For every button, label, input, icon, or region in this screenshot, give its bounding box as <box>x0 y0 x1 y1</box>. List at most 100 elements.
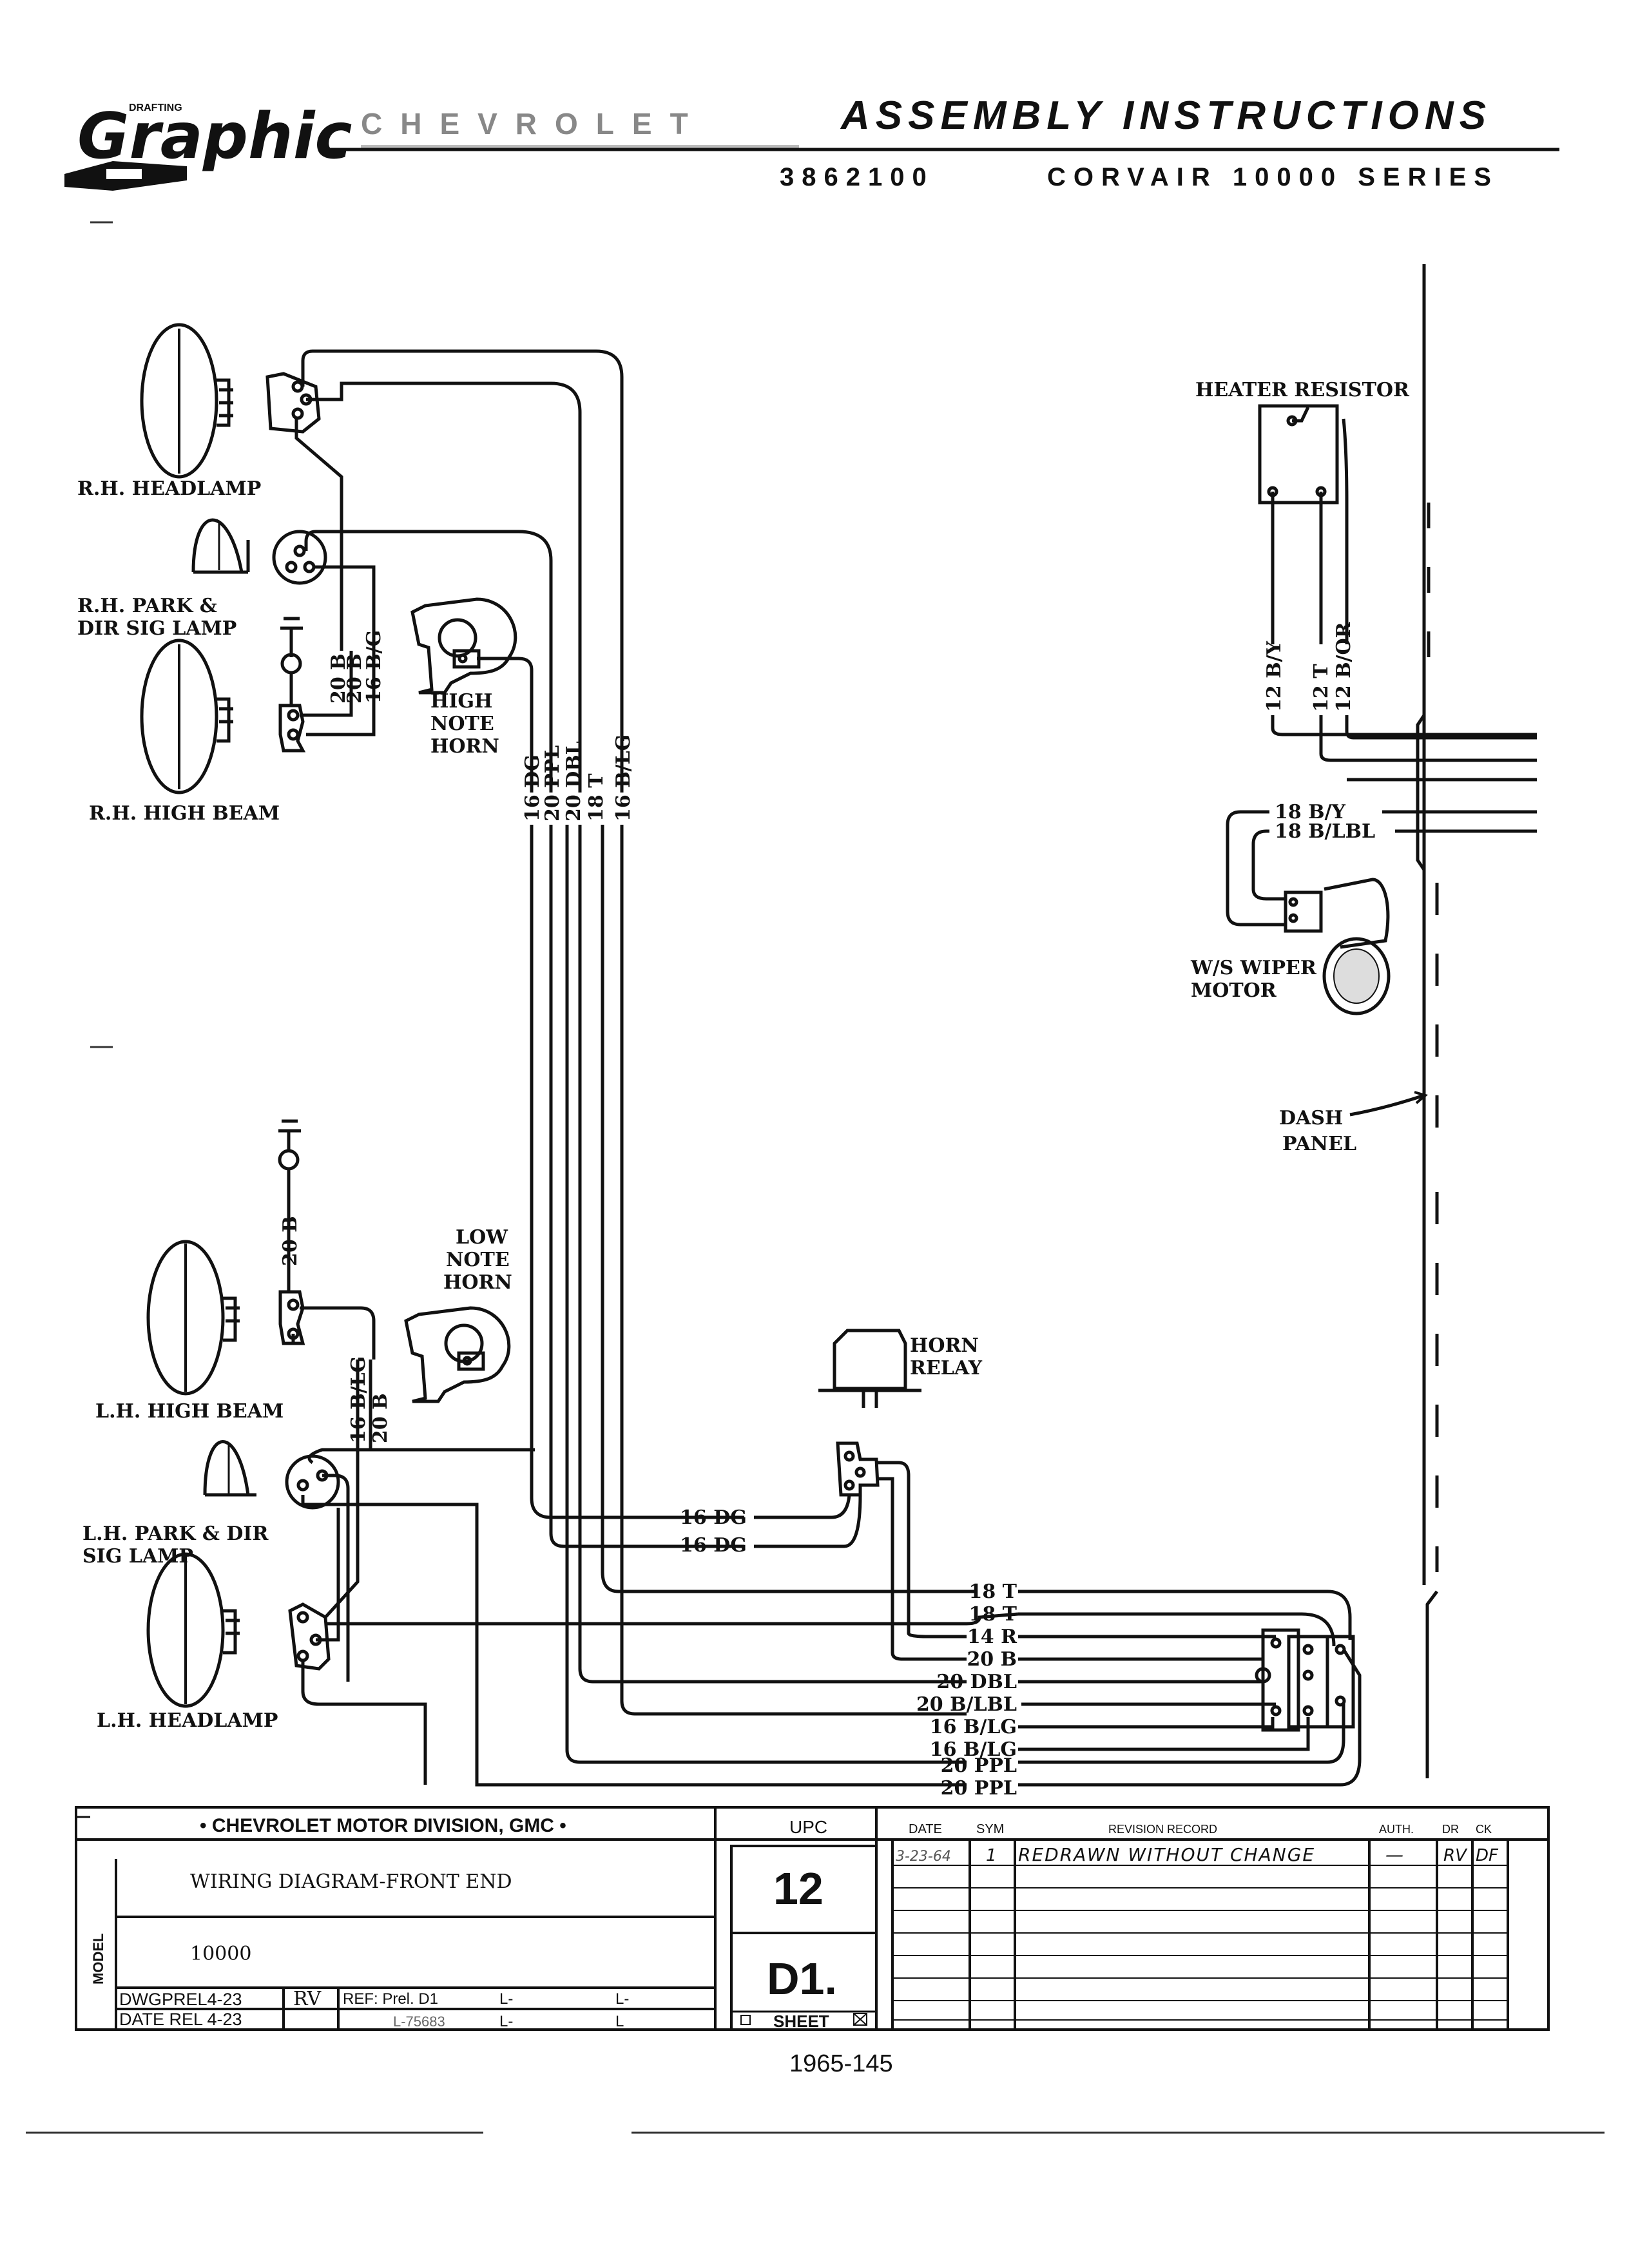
header: DRAFTING Graphic CHEVROLET ASSEMBLY INST… <box>64 93 1559 1048</box>
wiper-motor-icon <box>1284 878 1391 1015</box>
part-number: 3862100 <box>780 163 934 191</box>
lh-ground-icon <box>278 1119 301 1186</box>
connector-wire-label: 20 PPL <box>941 1754 1017 1777</box>
wire-label: 16 B/LG <box>347 1356 370 1443</box>
horn-relay-icon <box>818 1329 921 1408</box>
rev-header-dr: DR <box>1442 1823 1459 1836</box>
title-block <box>75 1806 1550 2031</box>
high-note-horn-label-3: HORN <box>430 735 499 758</box>
heater-resistor-label: HEATER RESISTOR <box>1195 379 1410 401</box>
dash-panel <box>1416 264 1438 1778</box>
rh-ground-icon <box>280 617 303 699</box>
rev-row-sym: 1 <box>986 1846 997 1865</box>
rev-row-dr: RV <box>1443 1846 1468 1865</box>
ref-l3: L-75683 <box>393 2013 445 2030</box>
wire-label: 20 B <box>279 1216 302 1266</box>
dwg-line: DWGPREL4-23 <box>119 1990 242 2009</box>
ref-l2: L- <box>615 1990 629 2008</box>
heater-wiper-wiring <box>1226 406 1537 1117</box>
wiper-motor-label-2: MOTOR <box>1191 979 1277 1002</box>
rh-high-beam-connector <box>278 704 306 753</box>
wire-label: 12 T <box>1310 664 1333 712</box>
title-block-text: • CHEVROLET MOTOR DIVISION, GMC • UPC WI… <box>76 1815 1499 2031</box>
rev-header-record: REVISION RECORD <box>1108 1823 1217 1836</box>
rev-row-date: 3-23-64 <box>896 1849 951 1865</box>
ref-l5: L <box>615 2013 624 2030</box>
wire-label: 16 DG <box>680 1534 747 1557</box>
low-note-horn-label-1: LOW <box>456 1226 508 1249</box>
connector-wire-label: 16 B/LG <box>930 1738 1017 1761</box>
dash-panel-label-2: PANEL <box>1282 1133 1356 1155</box>
rh-headlamp-label: R.H. HEADLAMP <box>77 477 261 500</box>
rh-park-label-line2: DIR SIG LAMP <box>77 617 236 640</box>
rev-row-ck: DF <box>1476 1846 1499 1865</box>
model-value: 10000 <box>190 1943 251 1965</box>
dash-panel-label-1: DASH <box>1279 1107 1343 1129</box>
rev-header-sym: SYM <box>976 1822 1004 1836</box>
ref-l1: L- <box>499 1990 513 2008</box>
wire-label: 16 DG <box>521 754 544 822</box>
lh-park-label-2: SIG LAMP <box>82 1545 193 1568</box>
upc-label: UPC <box>789 1817 827 1837</box>
wire-label: 12 B/OR <box>1333 621 1355 712</box>
sheet-code: D1. <box>767 1954 837 2004</box>
rev-row-auth: — <box>1385 1844 1403 1865</box>
lh-high-beam-connector <box>278 1290 305 1345</box>
connector-wire-label: 14 R <box>967 1626 1017 1648</box>
assembly-instructions-title: ASSEMBLY INSTRUCTIONS <box>840 93 1492 138</box>
low-note-horn-icon <box>404 1306 511 1403</box>
wire-label: 12 B/Y <box>1263 640 1286 712</box>
wire-label: 20 B <box>369 1393 392 1443</box>
wire-label: 16 B/G <box>363 630 385 704</box>
wire-harness <box>287 349 976 1787</box>
connector-wire-label: 20 DBL <box>936 1671 1017 1693</box>
wiper-motor-label-1: W/S WIPER <box>1190 957 1317 979</box>
wire-label: 20 B <box>327 653 350 704</box>
horn-relay-label-1: HORN <box>910 1334 979 1357</box>
junction-wiring <box>966 1590 1362 1787</box>
lh-headlamp-icon <box>146 1552 240 1708</box>
rev-header-date: DATE <box>909 1822 942 1836</box>
lh-high-beam-label: L.H. HIGH BEAM <box>95 1400 284 1423</box>
brand-faded-text: CHEVROLET <box>361 107 706 140</box>
series-label: CORVAIR 10000 SERIES <box>1047 163 1499 191</box>
low-note-horn-label-3: HORN <box>443 1271 512 1294</box>
drawing-title: WIRING DIAGRAM-FRONT END <box>190 1870 512 1893</box>
sheet-label: SHEET <box>773 2012 829 2031</box>
rv-initials: RV <box>293 1988 322 2010</box>
wire-label: 18 B/LBL <box>1275 820 1375 843</box>
lh-park-label-1: L.H. PARK & DIR <box>82 1523 269 1545</box>
horn-relay-label-2: RELAY <box>910 1357 983 1379</box>
division-label: • CHEVROLET MOTOR DIVISION, GMC • <box>200 1815 566 1836</box>
graphic-logo: DRAFTING Graphic <box>64 100 352 191</box>
model-side-label: MODEL <box>90 1934 106 1984</box>
horn-relay-connector <box>836 1441 880 1497</box>
ref-label: REF: Prel. D1 <box>343 1990 438 2008</box>
date-line: DATE REL 4-23 <box>119 2010 242 2029</box>
rh-park-lamp-icon <box>191 518 327 585</box>
wire-labels-horizontal: 18 B/Y 18 B/LBL 16 DG 16 DG 18 T 18 T 14… <box>680 801 1375 1800</box>
connector-wire-label: 18 T <box>969 1581 1017 1603</box>
logo-script-text: Graphic <box>77 100 352 173</box>
ref-l4: L- <box>499 2013 513 2030</box>
logo-small-text: DRAFTING <box>129 102 182 113</box>
lh-headlamp-label: L.H. HEADLAMP <box>97 1709 278 1732</box>
dash-panel-dashes <box>1427 503 1439 1572</box>
wire-label: 20 B <box>343 653 366 704</box>
high-note-horn-label-1: HIGH <box>430 690 492 713</box>
rh-headlamp-icon <box>140 323 233 479</box>
low-note-horn-label-2: NOTE <box>446 1249 510 1271</box>
rev-row-record: REDRAWN WITHOUT CHANGE <box>1018 1844 1315 1865</box>
wire-label: 16 B/LG <box>612 735 635 822</box>
rh-park-label-line1: R.H. PARK & <box>77 595 217 617</box>
component-labels: R.H. HEADLAMP R.H. PARK & DIR SIG LAMP R… <box>77 379 1410 1732</box>
connector-wire-label: 20 B/LBL <box>916 1693 1017 1716</box>
lh-headlamp-connector <box>288 1602 331 1671</box>
wire-label: 20 PPL <box>541 745 564 822</box>
rev-header-auth: AUTH. <box>1379 1823 1414 1836</box>
connector-wire-label: 18 T <box>969 1603 1017 1626</box>
page-footer-number: 1965-145 <box>789 2050 893 2077</box>
rh-high-beam-label: R.H. HIGH BEAM <box>89 802 280 825</box>
high-note-horn-label-2: NOTE <box>430 713 494 735</box>
